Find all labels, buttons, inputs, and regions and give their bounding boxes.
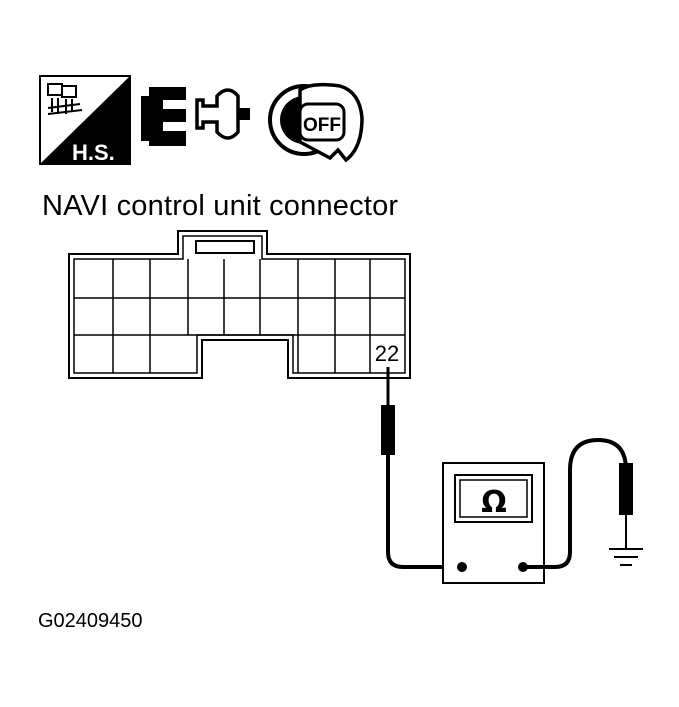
harness-badge-text: H.S. [72, 140, 115, 165]
terminal-grid [74, 259, 405, 373]
harness-connector-icon: H.S. [39, 75, 131, 165]
meter-terminal-positive [457, 562, 467, 572]
tester-probe [381, 367, 462, 569]
ohmmeter-icon: Ω [442, 462, 545, 584]
terminal-number: 22 [375, 341, 399, 366]
figure-id: G02409450 [38, 610, 143, 632]
ground-lead [523, 437, 633, 569]
ground-icon [609, 548, 643, 566]
ignition-key-off-icon: OFF [268, 82, 364, 163]
connector-disconnect-icon [141, 87, 250, 146]
ohm-symbol: Ω [481, 485, 507, 520]
navi-connector: 22 [68, 230, 411, 379]
key-position-text: OFF [303, 115, 341, 136]
connector-label: NAVI control unit connector [42, 190, 399, 222]
